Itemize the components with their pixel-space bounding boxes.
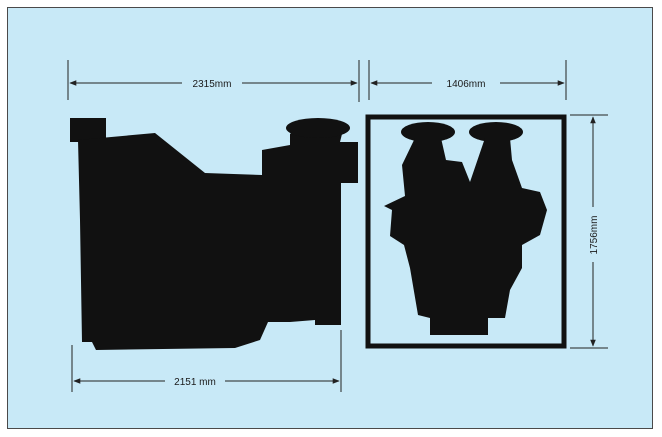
engine-side-silhouette	[70, 118, 358, 350]
dimension-front-height	[570, 114, 608, 349]
front-height-label: 1756mm	[589, 216, 600, 255]
side-length-label: 2315mm	[193, 79, 232, 90]
dimension-side-base	[71, 330, 342, 392]
dimension-side-length	[67, 60, 360, 102]
dimension-front-width	[368, 60, 567, 100]
front-width-label: 1406mm	[447, 79, 486, 90]
engine-front-silhouette	[365, 114, 567, 349]
side-base-label: 2151 mm	[174, 377, 216, 388]
